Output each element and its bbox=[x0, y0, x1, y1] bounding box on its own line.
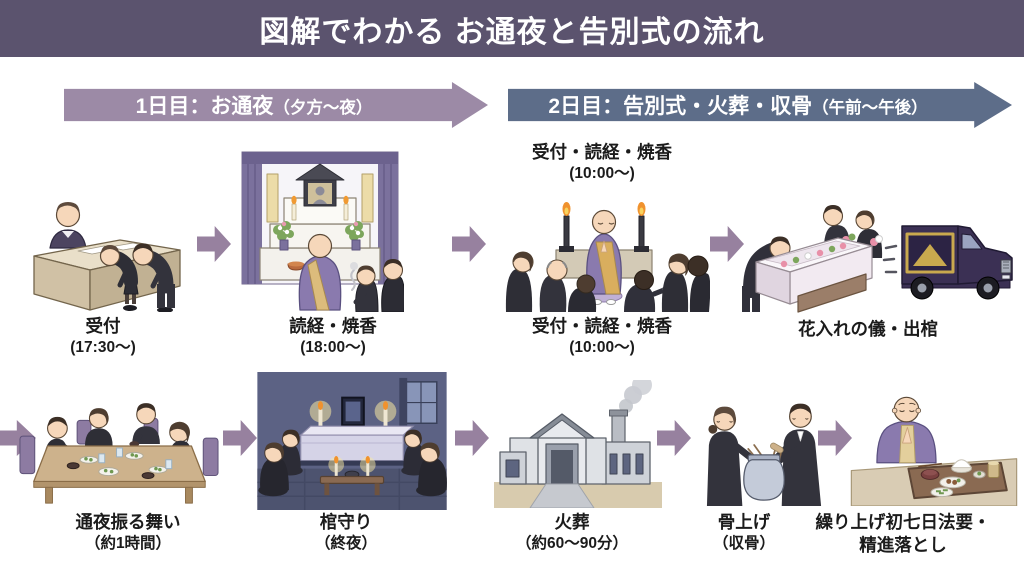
day2-service-label: 受付・読経・焼香 (10:00～) bbox=[532, 316, 672, 357]
day2-service-label-top: 受付・読経・焼香 (10:00～) bbox=[532, 142, 672, 183]
vigil-label: 棺守り （終夜） bbox=[314, 512, 378, 553]
reception-illustration bbox=[26, 190, 198, 312]
memorial-label: 繰り上げ初七日法要・ 精進落とし bbox=[815, 512, 991, 556]
day2-service-illustration bbox=[498, 190, 710, 312]
day2-banner-label: 2日目：告別式・火葬・収骨 bbox=[548, 95, 813, 118]
page-title: 図解でわかる お通夜と告別式の流れ bbox=[259, 15, 765, 49]
wake-meal-label: 通夜振る舞い （約1時間） bbox=[75, 512, 181, 553]
day1-banner-label: 1日目：お通夜 bbox=[135, 95, 274, 118]
flow-arrow-icon bbox=[455, 420, 489, 456]
flow-arrow-icon bbox=[223, 420, 257, 456]
day1-banner-arrow: 1日目：お通夜 （夕方～夜） bbox=[64, 82, 488, 128]
coffin-vigil-illustration bbox=[256, 372, 448, 510]
crematorium-illustration bbox=[494, 380, 662, 508]
bone-picking-label: 骨上げ （収骨） bbox=[712, 512, 776, 553]
reception-label: 受付 (17:30～) bbox=[70, 316, 136, 357]
flower-ceremony-label: 花入れの儀・出棺 bbox=[798, 319, 938, 339]
sutra-label: 読経・焼香 (18:00～) bbox=[289, 316, 377, 357]
day2-banner-arrow: 2日目：告別式・火葬・収骨 （午前～午後） bbox=[508, 82, 1012, 128]
wake-meal-illustration bbox=[18, 384, 220, 508]
day1-banner-sublabel: （夕方～夜） bbox=[273, 99, 373, 117]
cremation-label: 火葬 （約60～90分） bbox=[516, 512, 628, 553]
day2-banner-sublabel: （午前～午後） bbox=[812, 99, 928, 117]
flow-arrow-icon bbox=[197, 226, 231, 262]
flower-ceremony-hearse-illustration bbox=[740, 192, 1018, 314]
bone-picking-illustration bbox=[686, 384, 844, 508]
title-bar: 図解でわかる お通夜と告別式の流れ bbox=[0, 0, 1024, 57]
sutra-altar-illustration bbox=[236, 148, 404, 312]
flow-arrow-icon bbox=[452, 226, 486, 262]
memorial-meal-illustration bbox=[850, 384, 1018, 506]
flow-arrow-icon bbox=[710, 226, 744, 262]
